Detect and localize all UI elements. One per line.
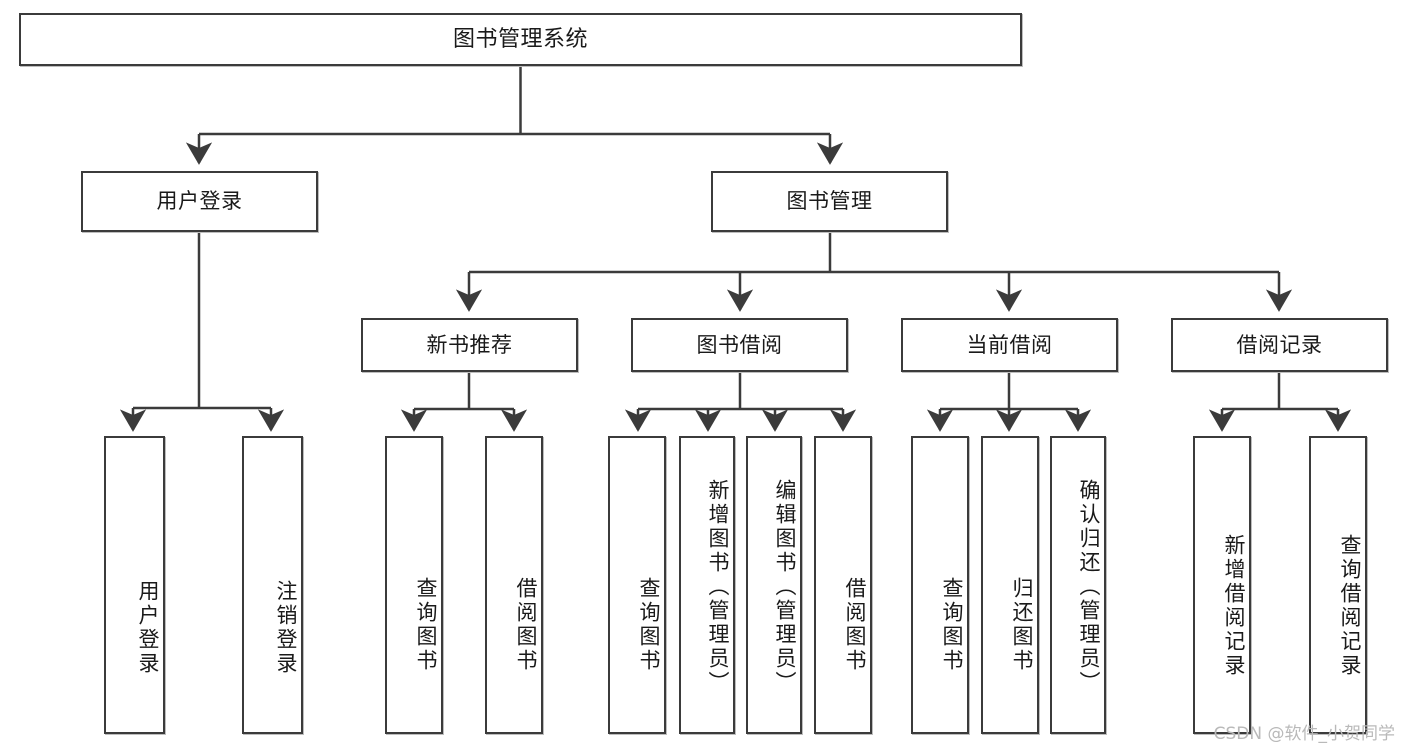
node-label: 查询图书 <box>414 577 438 673</box>
leaf-current-borrow-query[interactable]: 查询图书 <box>911 436 969 734</box>
node-borrow-record[interactable]: 借阅记录 <box>1171 318 1388 372</box>
leaf-book-borrow-add[interactable]: 新增图书（管理员） <box>679 436 735 734</box>
node-book-management[interactable]: 图书管理 <box>711 171 948 232</box>
node-book-borrow[interactable]: 图书借阅 <box>631 318 848 372</box>
leaf-book-borrow-edit[interactable]: 编辑图书（管理员） <box>746 436 802 734</box>
node-label: 新书推荐 <box>426 332 513 357</box>
leaf-current-borrow-return[interactable]: 归还图书 <box>981 436 1039 734</box>
watermark-text: CSDN @软件_小贺同学 <box>1213 724 1395 744</box>
node-label: 用户登录 <box>136 580 160 676</box>
leaf-current-borrow-confirm-return[interactable]: 确认归还（管理员） <box>1050 436 1106 734</box>
leaf-book-borrow-borrow[interactable]: 借阅图书 <box>814 436 872 734</box>
node-label: 当前借阅 <box>966 332 1053 357</box>
node-label: 借阅图书 <box>843 577 867 673</box>
leaf-borrow-record-add[interactable]: 新增借阅记录 <box>1193 436 1251 734</box>
node-label: 新增借阅记录 <box>1222 534 1246 678</box>
node-label: 借阅图书 <box>514 577 538 673</box>
node-label: 图书管理系统 <box>452 26 588 52</box>
node-label: 编辑图书（管理员） <box>773 479 797 695</box>
leaf-borrow-record-query[interactable]: 查询借阅记录 <box>1309 436 1367 734</box>
node-label: 查询图书 <box>637 577 661 673</box>
node-label: 借阅记录 <box>1236 332 1323 357</box>
node-label: 查询借阅记录 <box>1338 534 1362 678</box>
node-label: 确认归还（管理员） <box>1077 479 1101 695</box>
leaf-book-borrow-query[interactable]: 查询图书 <box>608 436 666 734</box>
node-new-book-recommend[interactable]: 新书推荐 <box>361 318 578 372</box>
node-label: 注销登录 <box>274 580 298 676</box>
node-label: 查询图书 <box>940 577 964 673</box>
node-label: 图书借阅 <box>696 332 783 357</box>
leaf-user-login-logout[interactable]: 注销登录 <box>242 436 303 734</box>
node-label: 新增图书（管理员） <box>706 479 730 695</box>
node-current-borrow[interactable]: 当前借阅 <box>901 318 1118 372</box>
leaf-user-login-login[interactable]: 用户登录 <box>104 436 165 734</box>
node-label: 归还图书 <box>1010 577 1034 673</box>
leaf-new-book-borrow[interactable]: 借阅图书 <box>485 436 543 734</box>
node-label: 用户登录 <box>156 189 243 214</box>
leaf-new-book-query[interactable]: 查询图书 <box>385 436 443 734</box>
node-label: 图书管理 <box>786 189 873 214</box>
node-user-login[interactable]: 用户登录 <box>81 171 318 232</box>
node-root-system[interactable]: 图书管理系统 <box>19 13 1022 66</box>
